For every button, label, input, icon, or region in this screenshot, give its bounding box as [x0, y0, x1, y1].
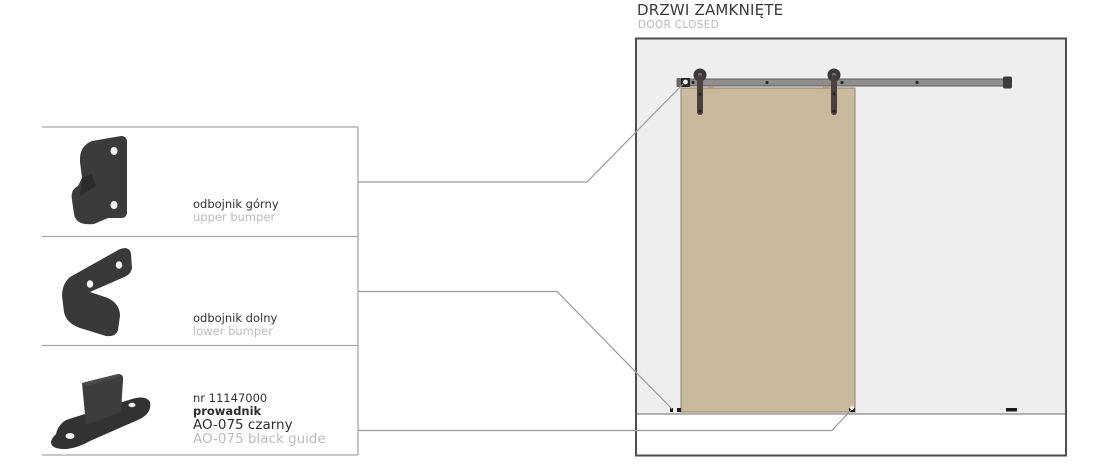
upper-bumper-marker — [681, 78, 690, 87]
part-label-lower-bumper: odbojnik dolny lower bumper — [193, 312, 277, 338]
diagram-title: DRZWI ZAMKNIĘTE — [637, 1, 784, 19]
door-panel — [680, 87, 856, 413]
part-model-pl: AO-075 czarny — [193, 417, 293, 433]
diagram-subtitle: DOOR CLOSED — [638, 19, 720, 31]
part-name-pl: odbojnik górny — [193, 197, 279, 211]
part-name-pl: odbojnik dolny — [193, 311, 278, 325]
part-number: nr 11147000 — [193, 391, 268, 405]
part-name-pl: prowadnik — [193, 404, 262, 418]
hanger-right — [827, 68, 841, 115]
end-stop-marker — [1006, 408, 1017, 412]
leader-floor-guide — [358, 409, 852, 432]
part-model-en: AO-075 black guide — [193, 431, 326, 447]
floor-guide-marker — [849, 406, 855, 412]
floor-guide-icon — [51, 374, 151, 450]
leader-lower-bumper — [358, 290, 673, 410]
lower-bumper-marker — [670, 408, 681, 412]
upper-bumper-icon — [71, 136, 127, 225]
part-label-floor-guide: nr 11147000 prowadnik AO-075 czarny AO-0… — [193, 391, 326, 447]
part-name-en: lower bumper — [193, 324, 273, 338]
leader-upper-bumper — [358, 83, 684, 183]
leader-lines — [358, 83, 852, 432]
part-name-en: upper bumper — [193, 210, 276, 224]
part-label-upper-bumper: odbojnik górny upper bumper — [193, 198, 279, 224]
hanger-left — [693, 68, 707, 115]
lower-bumper-icon — [62, 248, 132, 337]
